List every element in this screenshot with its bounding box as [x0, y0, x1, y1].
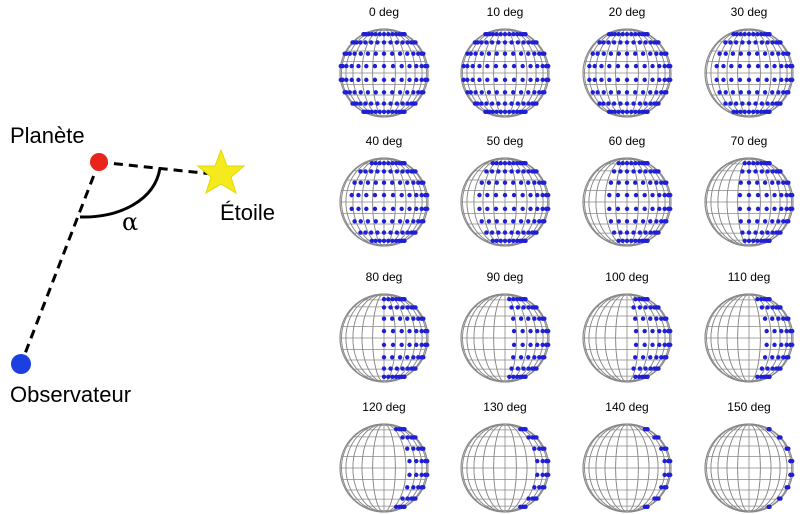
phase-angle-label: 100 deg [605, 270, 648, 284]
longitude-lines [706, 28, 792, 118]
phase-panel: 40 deg [339, 134, 430, 247]
phase-panel: 150 deg [704, 400, 795, 513]
phase-panel: 70 deg [704, 134, 795, 247]
illuminated-dots [631, 296, 673, 380]
phase-angle-label: 120 deg [362, 400, 405, 414]
longitude-lines [706, 293, 792, 383]
phase-panel: 110 deg [704, 270, 795, 383]
phase-panel: 130 deg [460, 400, 551, 513]
longitude-lines [706, 423, 792, 513]
phase-angle-arc [79, 167, 162, 219]
phase-angle-label: 60 deg [609, 134, 646, 148]
angle-label: α [122, 208, 138, 236]
phase-panel: 120 deg [339, 400, 430, 513]
phase-panel: 90 deg [460, 270, 551, 383]
geometry-diagram: Planète Étoile Observateur α [10, 123, 275, 407]
phase-angle-label: 10 deg [487, 5, 524, 19]
phase-panel: 60 deg [582, 134, 673, 247]
illuminated-dots [714, 31, 795, 115]
observer-dot [11, 354, 31, 374]
illuminated-dots [507, 296, 551, 380]
observer-label: Observateur [10, 382, 131, 407]
longitude-lines [462, 423, 548, 513]
longitude-lines [584, 28, 670, 118]
planet-dot [90, 153, 108, 171]
illuminated-dots [642, 426, 673, 510]
phase-panel: 140 deg [582, 400, 673, 513]
longitude-lines [584, 157, 670, 247]
longitude-lines [462, 157, 548, 247]
phase-angle-label: 150 deg [727, 400, 770, 414]
illuminated-dots [607, 160, 673, 244]
illuminated-dots [518, 426, 551, 510]
longitude-lines [341, 28, 427, 118]
phase-angle-label: 140 deg [605, 400, 648, 414]
phase-panel: 20 deg [582, 5, 673, 118]
longitude-lines [462, 293, 548, 383]
phase-angle-label: 40 deg [366, 134, 403, 148]
illuminated-dots [349, 160, 430, 244]
phase-panel: 100 deg [582, 270, 673, 383]
phase-angle-label: 70 deg [731, 134, 768, 148]
longitude-lines [584, 423, 670, 513]
phase-grid: 0 deg 10 deg 20 deg 30 deg 40 deg 50 deg 60 de… [338, 5, 795, 513]
illuminated-dots [381, 296, 430, 380]
illuminated-dots [393, 426, 430, 510]
phase-angle-label: 30 deg [731, 5, 768, 19]
illuminated-dots [737, 160, 795, 244]
phase-panel: 0 deg [338, 5, 430, 118]
illuminated-dots [461, 31, 551, 115]
phase-angle-label: 130 deg [483, 400, 526, 414]
illuminated-dots [477, 160, 551, 244]
star-icon [196, 148, 246, 195]
longitude-lines [584, 293, 670, 383]
illuminated-dots [766, 426, 795, 510]
longitude-lines [341, 157, 427, 247]
star-label: Étoile [220, 200, 275, 225]
phase-angle-label: 110 deg [728, 270, 771, 284]
phase-panel: 80 deg [339, 270, 430, 383]
phase-angle-label: 80 deg [366, 270, 403, 284]
phase-panel: 50 deg [460, 134, 551, 247]
phase-angle-label: 20 deg [609, 5, 646, 19]
longitude-lines [341, 293, 427, 383]
phase-angle-label: 90 deg [487, 270, 524, 284]
phase-angle-label: 50 deg [487, 134, 524, 148]
planet-observer-line [19, 161, 101, 365]
illuminated-dots [338, 31, 430, 115]
phase-panel: 10 deg [460, 5, 551, 118]
phase-panel: 30 deg [704, 5, 795, 118]
planet-label: Planète [10, 123, 85, 148]
illuminated-dots [587, 31, 673, 115]
longitude-lines [706, 157, 792, 247]
phase-angle-label: 0 deg [369, 5, 399, 19]
illuminated-dots [755, 296, 795, 380]
longitude-lines [341, 423, 427, 513]
